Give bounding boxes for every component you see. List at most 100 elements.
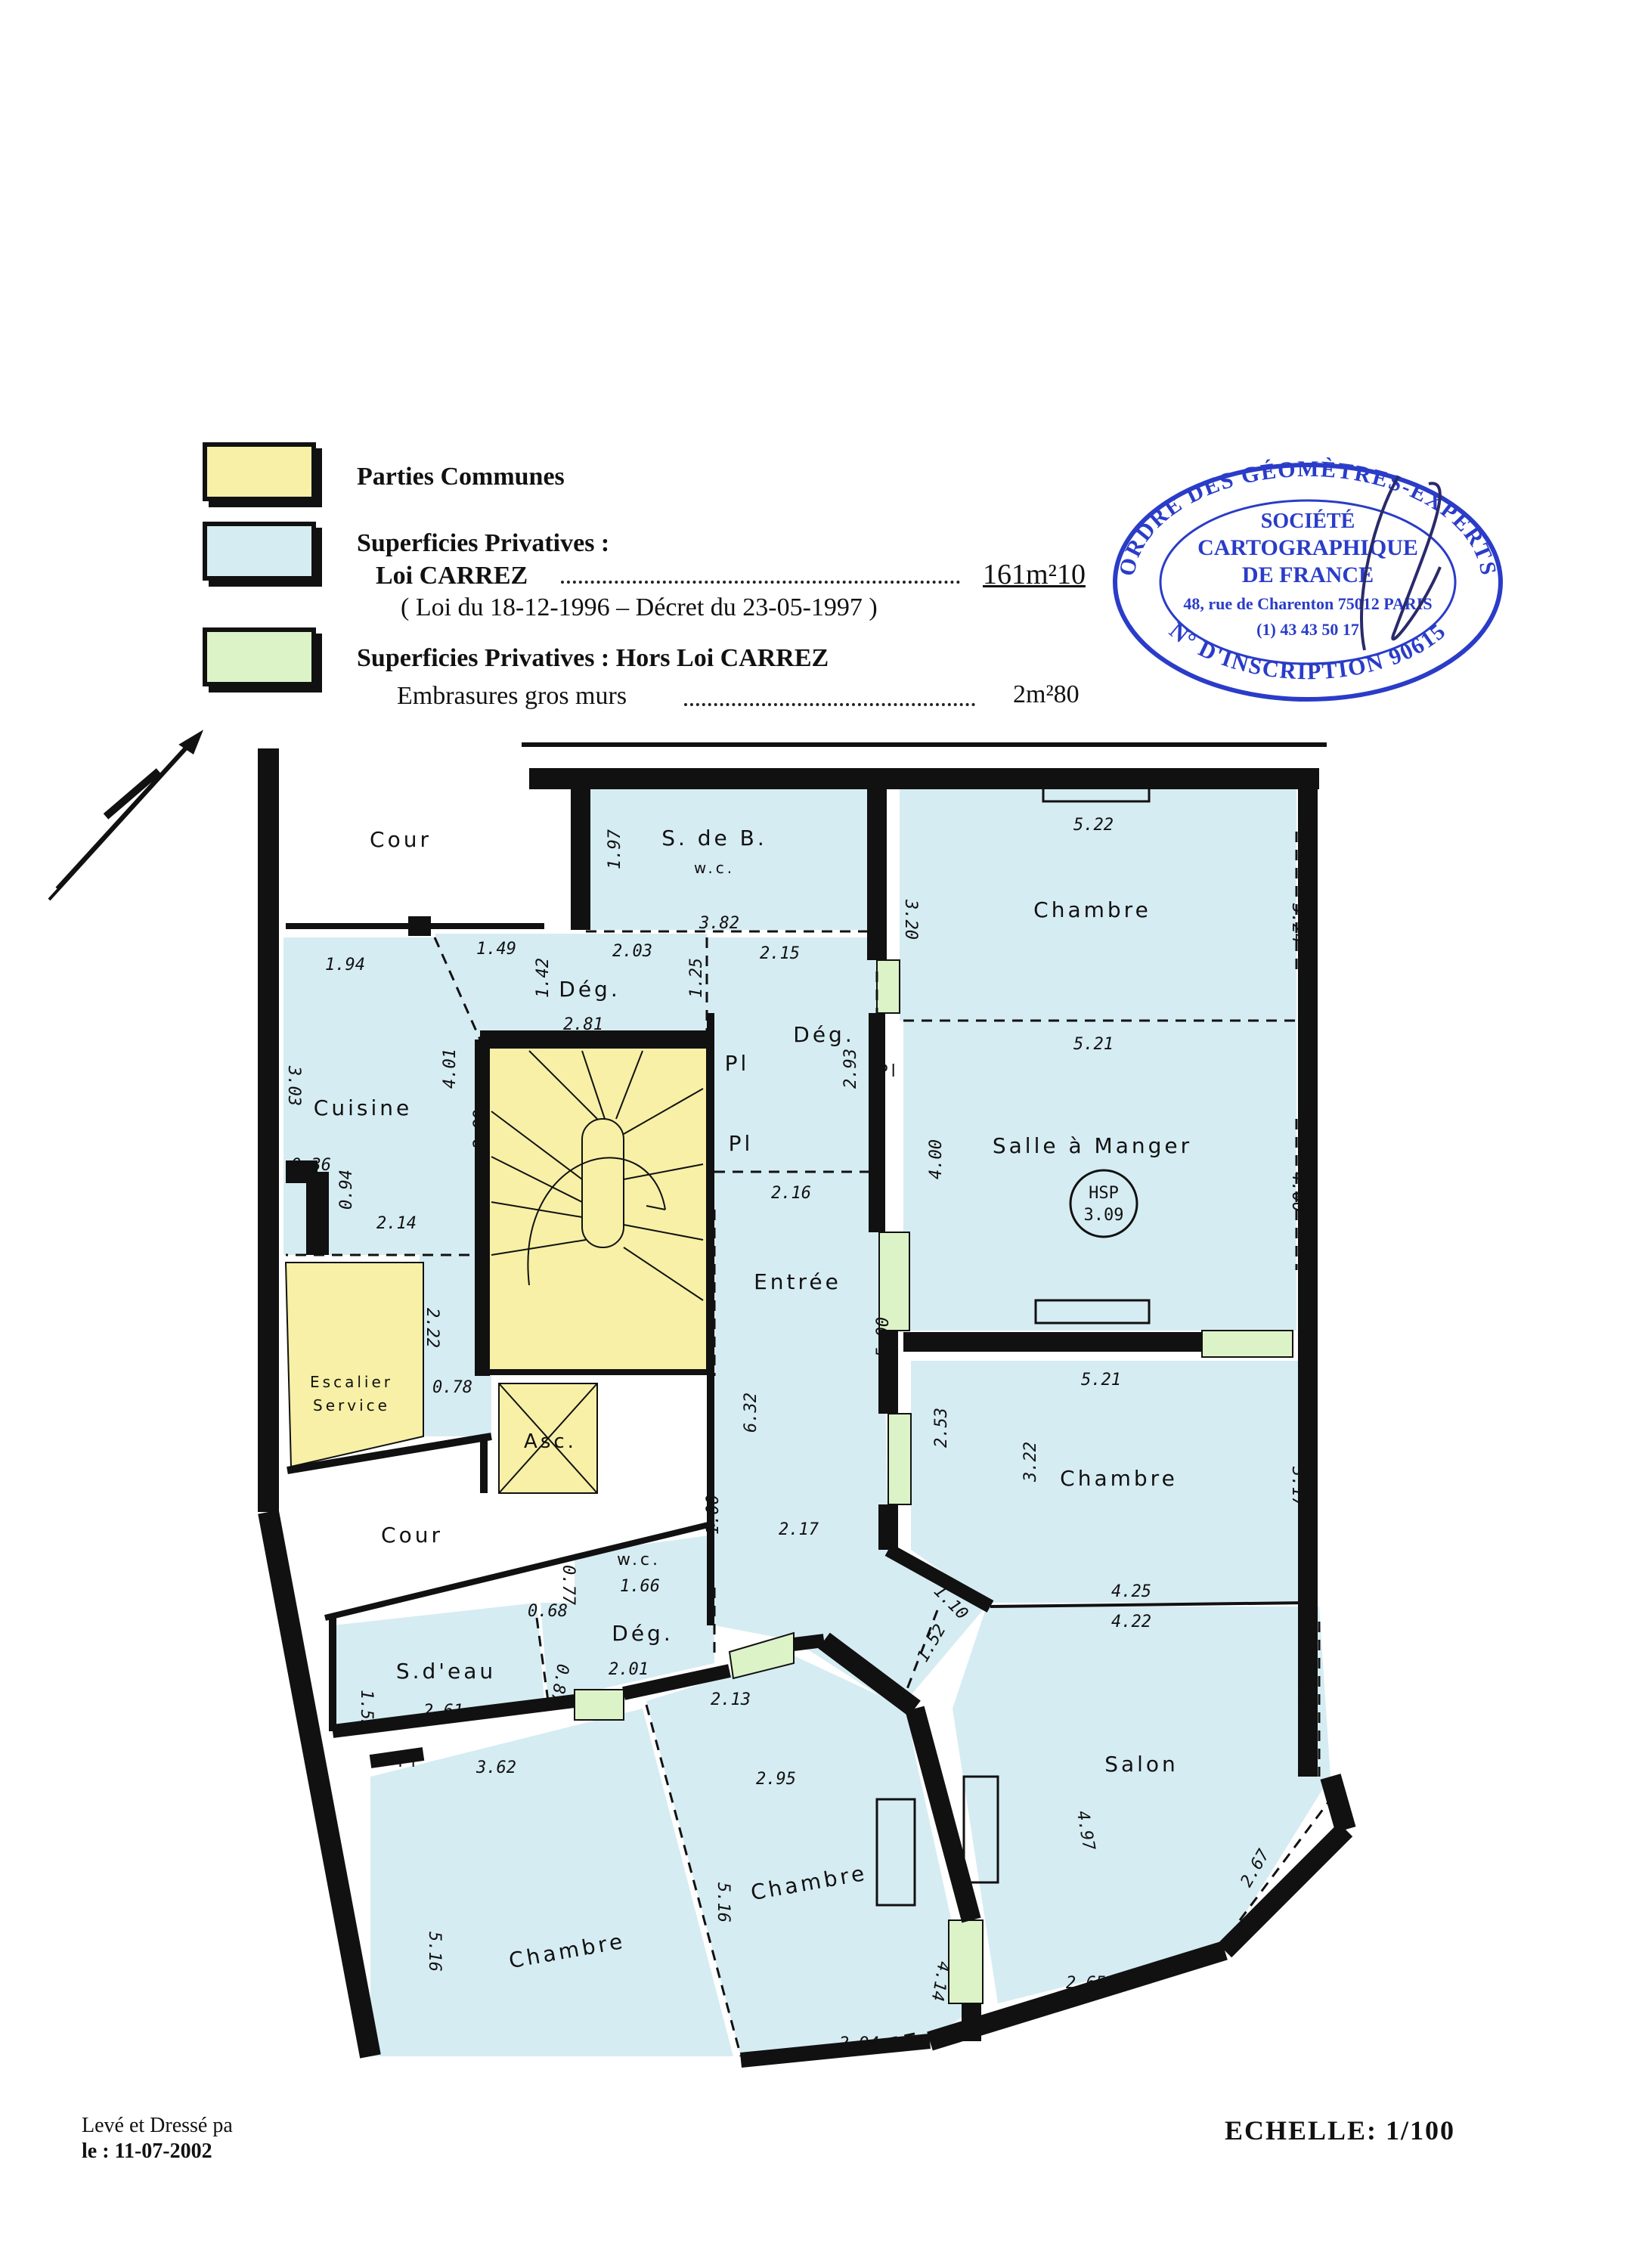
label-deg-low: Dég. bbox=[612, 1621, 673, 1646]
label-sdb-wc: w.c. bbox=[694, 859, 735, 877]
dim-label: 3.22 bbox=[1021, 1442, 1040, 1483]
label-pl-low: Pl bbox=[398, 1752, 418, 1771]
dim-label: 2.94 bbox=[839, 2034, 879, 2053]
stamp-line-2: CARTOGRAPHIQUE bbox=[1197, 535, 1418, 560]
hsp-value: 3.09 bbox=[1084, 1206, 1124, 1225]
label-sdb: S. de B. bbox=[661, 826, 767, 850]
dim-label: 1.55 bbox=[357, 1690, 376, 1730]
dim-label: 0.94 bbox=[337, 1170, 356, 1210]
hsp-badge: HSP 3.09 bbox=[1069, 1169, 1138, 1238]
legend-hors-carrez-label: Superficies Privatives : Hors Loi CARREZ bbox=[357, 644, 829, 672]
walls bbox=[258, 742, 1356, 2068]
label-cuisine: Cuisine bbox=[314, 1095, 412, 1120]
label-pl-2: Pl bbox=[729, 1131, 754, 1156]
label-sdeau: S.d'eau bbox=[396, 1659, 496, 1684]
legend-private-title: Superficies Privatives : bbox=[357, 529, 610, 557]
legend-embrasures-value: 2m²80 bbox=[1013, 680, 1080, 708]
footer-scale: ECHELLE: 1/100 bbox=[1225, 2115, 1456, 2146]
dim-label: 2.61 bbox=[1297, 1668, 1316, 1709]
dim-label: 2.81 bbox=[563, 1015, 603, 1034]
stamp-line-4: 48, rue de Charenton 75012 PARIS bbox=[1183, 594, 1432, 613]
label-deg-top: Dég. bbox=[559, 977, 620, 1002]
label-deg-mid: Dég. bbox=[793, 1022, 854, 1047]
dim-label: 3.20 bbox=[901, 899, 920, 940]
label-wc: w.c. bbox=[617, 1551, 661, 1569]
stamp-line-5: (1) 43 43 50 17 bbox=[1256, 620, 1359, 639]
dim-label: 2.03 bbox=[612, 942, 652, 961]
stamp-line-1: SOCIÉTÉ bbox=[1261, 510, 1355, 533]
dim-label: 3.17 bbox=[1288, 1466, 1307, 1507]
dim-label: 2.22 bbox=[423, 1308, 441, 1348]
room-chambre-ne bbox=[900, 775, 1296, 1021]
legend-dot-leader bbox=[561, 581, 960, 584]
hsp-label: HSP bbox=[1089, 1184, 1119, 1203]
dim-label: 3.03 bbox=[284, 1065, 303, 1106]
label-escalier-1: Escalier bbox=[310, 1373, 393, 1391]
legend-swatch-hors-carrez bbox=[203, 627, 316, 686]
dim-label: 3.82 bbox=[699, 914, 739, 933]
dim-label: 2.89 bbox=[471, 1109, 490, 1149]
staircase-icon bbox=[491, 1050, 704, 1301]
dim-label: 2.53 bbox=[932, 1408, 951, 1448]
room-sdeau bbox=[333, 1603, 544, 1731]
dim-label: 2.93 bbox=[841, 1049, 860, 1089]
dim-label: 5.21 bbox=[1073, 1035, 1114, 1054]
label-asc: Asc. bbox=[524, 1430, 577, 1453]
label-escalier-2: Service bbox=[313, 1396, 390, 1414]
embrasure-2 bbox=[878, 1232, 910, 1331]
dim-label: 1.97 bbox=[606, 829, 624, 869]
dim-label: 4.22 bbox=[1111, 1613, 1151, 1631]
dim-label: 4.00 bbox=[1288, 1172, 1307, 1212]
north-arrow-icon bbox=[48, 730, 204, 901]
surveyor-stamp: ORDRE DES GÉOMÈTRES-EXPERTS N° D'INSCRIP… bbox=[1113, 457, 1503, 702]
dim-label: 2.01 bbox=[609, 1660, 649, 1679]
footer-leve: Levé et Dressé pa bbox=[82, 2114, 233, 2137]
dim-label: 2.17 bbox=[779, 1520, 819, 1539]
dim-label: 0.36 bbox=[291, 1156, 331, 1175]
label-entree: Entrée bbox=[754, 1269, 841, 1294]
embrasure-4 bbox=[1201, 1330, 1293, 1358]
room-deg-mid bbox=[707, 937, 877, 1172]
dim-label: 5.16 bbox=[425, 1932, 444, 1972]
label-chambre-e: Chambre bbox=[1060, 1466, 1178, 1491]
room-salle-a-manger bbox=[903, 1021, 1296, 1331]
legend-common-label: Parties Communes bbox=[357, 463, 565, 491]
dim-label: 2.16 bbox=[771, 1184, 811, 1203]
dim-label: 4.25 bbox=[1111, 1582, 1151, 1601]
room-sdb bbox=[586, 786, 869, 930]
dim-label: 3.62 bbox=[476, 1758, 516, 1777]
common-escalier-service bbox=[284, 1262, 424, 1468]
asc-cross-icon bbox=[498, 1383, 598, 1494]
dim-label: 2.15 bbox=[760, 944, 800, 963]
room-salon bbox=[953, 1606, 1330, 2003]
dim-label: 0.77 bbox=[559, 1565, 578, 1606]
embrasure-5 bbox=[574, 1689, 624, 1721]
embrasure-6 bbox=[728, 1631, 795, 1680]
legend-swatch-common bbox=[203, 442, 316, 501]
dim-label: 1.49 bbox=[476, 940, 516, 959]
label-salon: Salon bbox=[1104, 1752, 1179, 1777]
label-salle-a-manger: Salle à Manger bbox=[993, 1133, 1192, 1158]
dim-label: 6.32 bbox=[742, 1393, 760, 1433]
dim-label: 1.25 bbox=[687, 958, 706, 998]
room-chambre-e bbox=[911, 1361, 1312, 1603]
embrasure-1 bbox=[876, 959, 900, 1014]
legend-swatch-private bbox=[203, 522, 316, 581]
dim-label: 2.95 bbox=[756, 1770, 796, 1789]
dim-label: 4.01 bbox=[441, 1049, 460, 1089]
room-deg-low bbox=[541, 1603, 714, 1701]
dim-label: 2.13 bbox=[711, 1690, 751, 1709]
label-cour-top: Cour bbox=[370, 827, 432, 852]
common-main-stair bbox=[487, 1046, 708, 1373]
dim-label: 2.14 bbox=[376, 1214, 417, 1233]
dim-label: 1.00 bbox=[704, 1495, 723, 1535]
footer-date: le : 11-07-2002 bbox=[82, 2139, 212, 2163]
label-cour-mid: Cour bbox=[381, 1523, 443, 1548]
room-chambre-s bbox=[646, 1656, 971, 2056]
label-pl-column: Pl bbox=[878, 1062, 898, 1081]
signature-mark bbox=[1360, 475, 1442, 651]
dim-label: 1.42 bbox=[534, 958, 553, 998]
legend-loi-reference: ( Loi du 18-12-1996 – Décret du 23-05-19… bbox=[401, 593, 878, 621]
room-deg-top bbox=[435, 934, 707, 1040]
